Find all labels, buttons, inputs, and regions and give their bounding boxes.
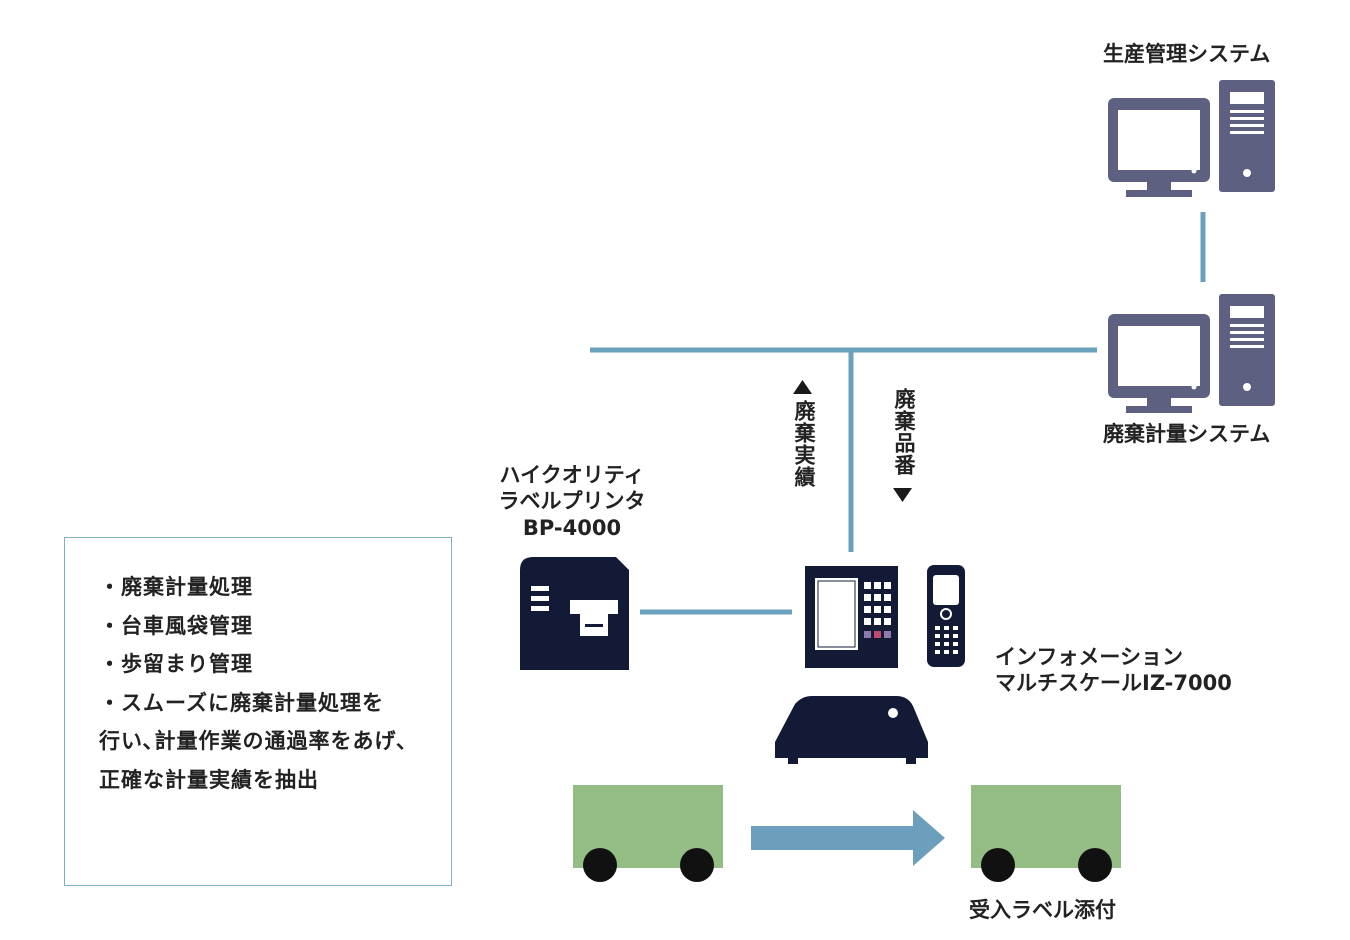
scale-platform-icon (775, 696, 928, 764)
partnumber-flow-label: 廃棄品番 (892, 388, 916, 476)
printer-label-line1: ハイクオリティ (499, 463, 645, 487)
scale-terminal-icon (805, 566, 898, 668)
cart-caption: 受入ラベル添付 (969, 898, 1116, 922)
note-item: ・台車風袋管理 (99, 613, 253, 638)
production-computer-icon (1108, 80, 1275, 197)
label-printer-icon (520, 557, 629, 670)
note-item: 行い､計量作業の通過率をあげ､ (99, 729, 408, 753)
feature-notes-list: ・廃棄計量処理 ・台車風袋管理 ・歩留まり管理 ・スムーズに廃棄計量処理を 行い… (65, 538, 451, 799)
note-item: ・歩留まり管理 (99, 652, 253, 676)
scale-label-line2: マルチスケールIZ-7000 (995, 671, 1232, 696)
handheld-scanner-icon (927, 565, 965, 667)
scale-label: インフォメーション マルチスケールIZ-7000 (995, 644, 1232, 697)
disposal-computer-icon (1108, 294, 1275, 413)
note-item: ・廃棄計量処理 (99, 575, 253, 599)
flow-arrow-icon (751, 810, 945, 866)
cart-before-icon (573, 785, 723, 882)
feature-notes-box: ・廃棄計量処理 ・台車風袋管理 ・歩留まり管理 ・スムーズに廃棄計量処理を 行い… (64, 537, 452, 886)
download-arrow-icon (893, 488, 912, 502)
scale-label-line1: インフォメーション (995, 645, 1183, 669)
printer-model-label: BP-4000 (522, 515, 622, 540)
printer-label: ハイクオリティ ラベルプリンタ BP-4000 (492, 462, 652, 541)
printer-label-line2: ラベルプリンタ (498, 489, 646, 514)
upload-arrow-icon (793, 380, 812, 394)
note-item: 正確な計量実績を抽出 (99, 767, 319, 792)
disposal-system-label: 廃棄計量システム (1103, 422, 1271, 446)
cart-after-icon (971, 785, 1121, 882)
note-item: ・スムーズに廃棄計量処理を (99, 690, 384, 715)
result-flow-label: 廃棄実績 (792, 400, 816, 488)
production-system-label: 生産管理システム (1103, 42, 1271, 66)
